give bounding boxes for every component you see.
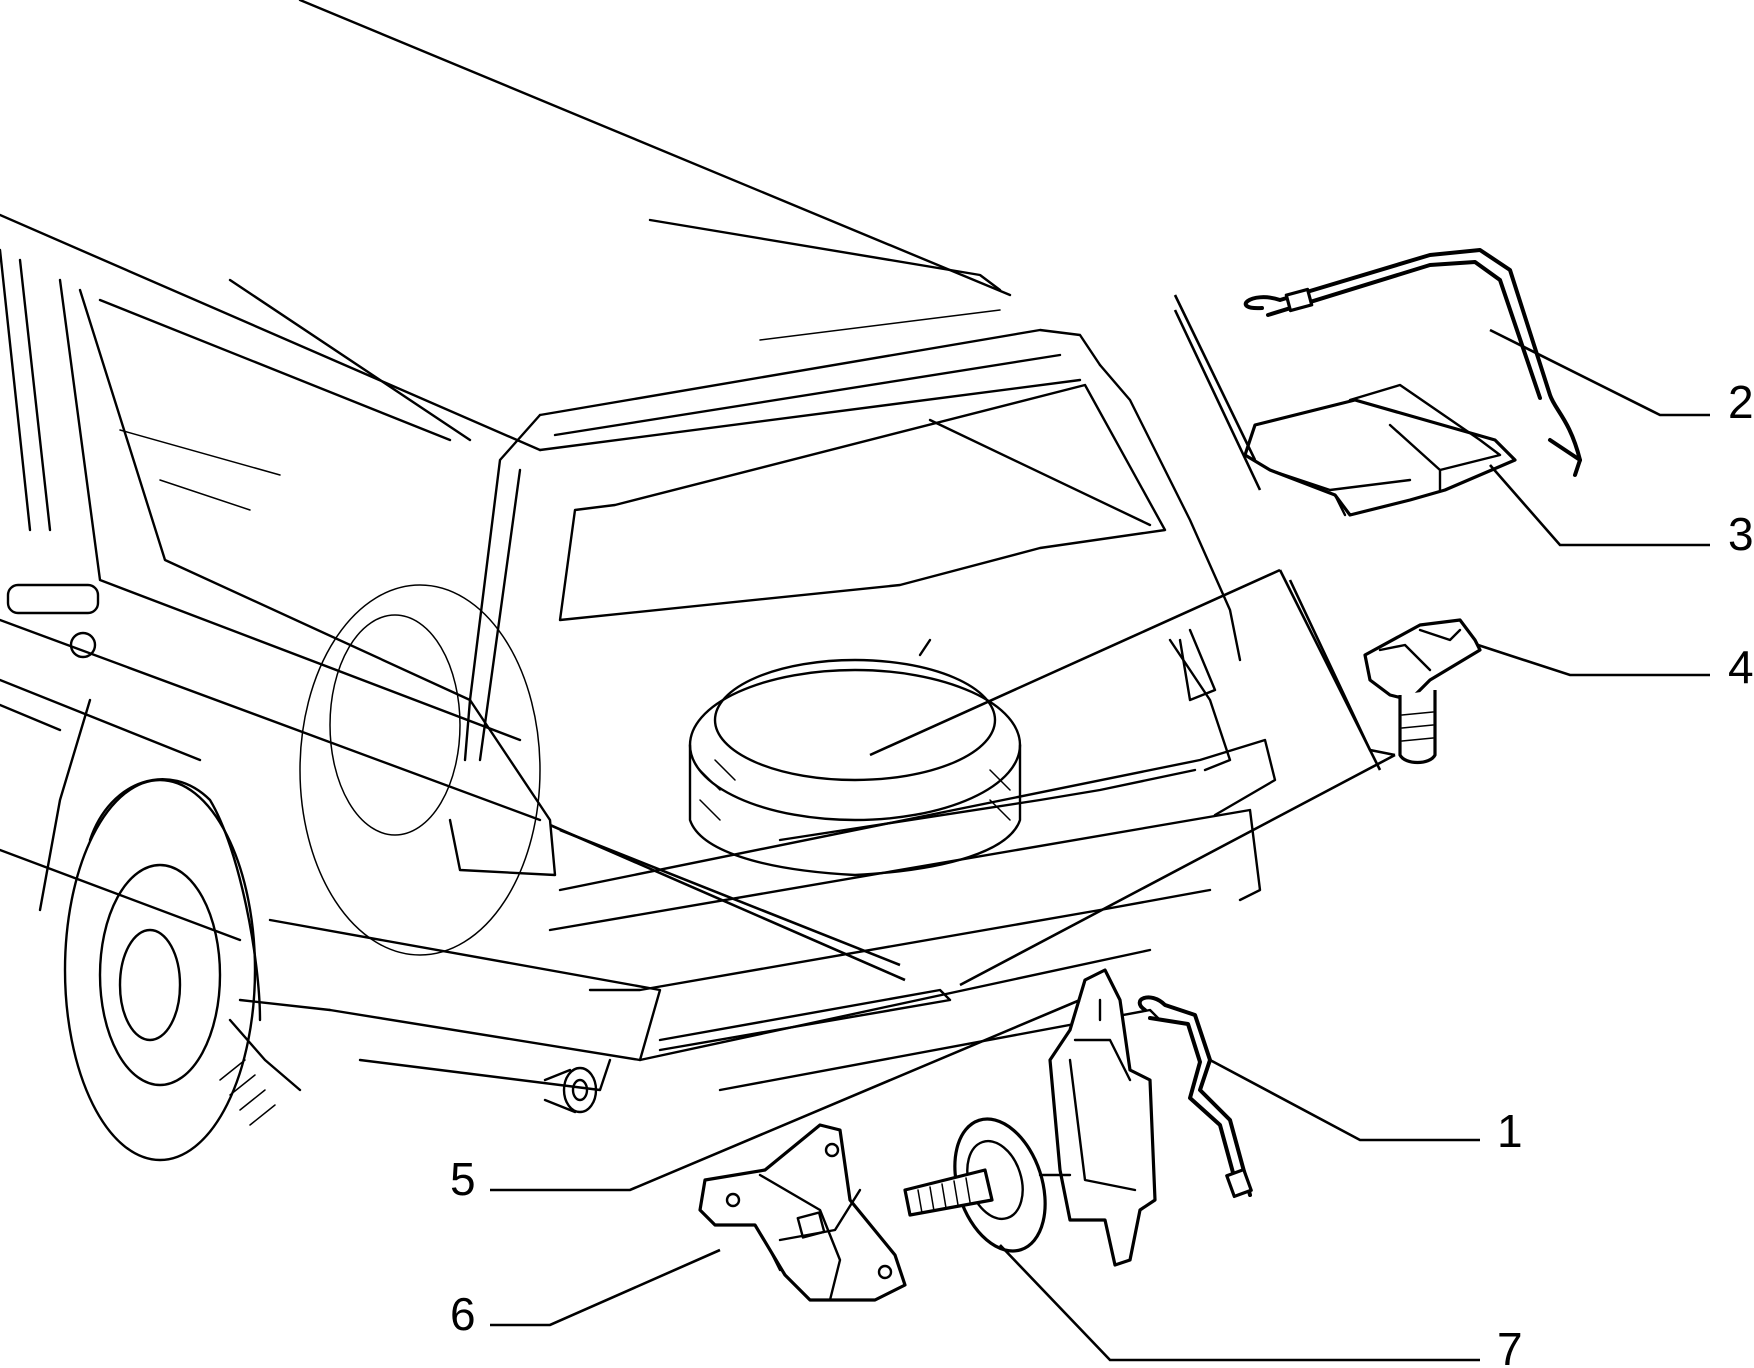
part-7-clamp-bolt [903, 1117, 1072, 1253]
callout-1: 1 [1497, 1105, 1523, 1157]
part-2-support-rod [1243, 248, 1582, 477]
part-6-wheel-flange [698, 1123, 907, 1302]
part-1-hook-rod [1137, 995, 1253, 1199]
car-rear-illustration [0, 0, 1277, 1162]
callout-5: 5 [450, 1153, 476, 1205]
part-5-retaining-plate [1048, 968, 1157, 1267]
callout-6: 6 [450, 1288, 476, 1340]
part-4-locking-pin [1363, 618, 1482, 765]
callout-3: 3 [1728, 508, 1754, 560]
part-3-mounting-bracket [1243, 383, 1517, 517]
callout-2: 2 [1728, 376, 1754, 428]
callout-4: 4 [1728, 641, 1754, 693]
callout-7: 7 [1497, 1323, 1523, 1368]
leader-lines [490, 294, 1710, 1362]
callout-labels: 2 3 4 1 5 6 7 [450, 376, 1754, 1368]
